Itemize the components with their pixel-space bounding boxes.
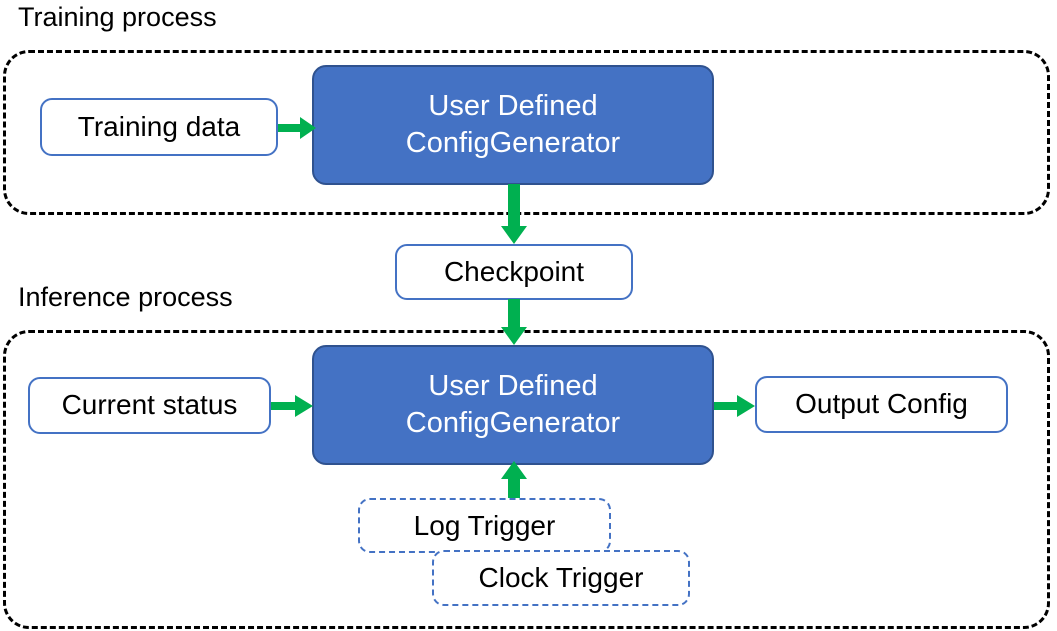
training-generator-line2: ConfigGenerator [405, 127, 621, 159]
training-generator-line1: User Defined [428, 89, 598, 122]
inference-generator-line1: User Defined [428, 369, 598, 402]
inference-process-container [3, 330, 1050, 629]
arrow-log-trigger-to-generator [500, 461, 528, 503]
arrow-generator-to-output-config [714, 393, 758, 419]
training-process-container [3, 50, 1050, 215]
training-data-box[interactable]: Training data [40, 98, 278, 156]
clock-trigger-box[interactable]: Clock Trigger [432, 550, 690, 606]
training-user-defined-configgenerator-box[interactable]: User Defined ConfigGenerator [312, 65, 714, 185]
output-config-box[interactable]: Output Config [755, 376, 1008, 433]
arrow-current-status-to-generator [271, 393, 315, 419]
inference-generator-line2: ConfigGenerator [405, 407, 621, 439]
training-process-title: Training process [18, 2, 217, 32]
log-trigger-box[interactable]: Log Trigger [358, 498, 611, 553]
inference-process-title: Inference process [18, 282, 233, 312]
arrow-checkpoint-to-inference-generator [500, 299, 528, 347]
checkpoint-box[interactable]: Checkpoint [395, 244, 633, 300]
arrow-training-data-to-generator [278, 115, 318, 141]
arrow-generator-to-checkpoint [500, 184, 528, 246]
current-status-box[interactable]: Current status [28, 377, 271, 434]
inference-user-defined-configgenerator-box[interactable]: User Defined ConfigGenerator [312, 345, 714, 465]
